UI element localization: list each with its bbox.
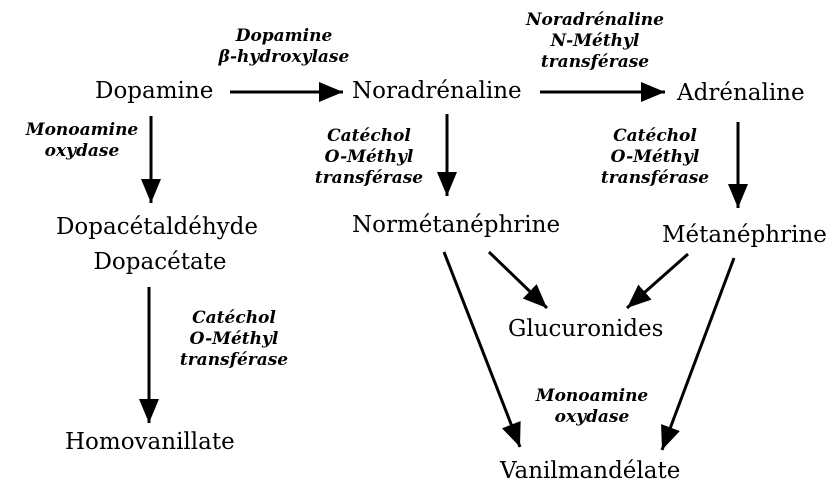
enzyme-dopamine-beta-hydroxylase: Dopamine β-hydroxylase <box>218 26 350 67</box>
enzyme-catechol-o-methyl-transferase-3: Catéchol O-Méthyl transférase <box>179 308 289 370</box>
enzyme-noradrenaline-n-methyl-transferase: Noradrénaline N-Méthyl transférase <box>526 10 664 72</box>
enzyme-catechol-o-methyl-transferase-1: Catéchol O-Méthyl transférase <box>314 126 424 188</box>
arrow-normetanephrine-to-vanilmandelate <box>442 251 522 448</box>
node-dopamine: Dopamine <box>95 78 214 104</box>
enzyme-monoamine-oxydase-left: Monoamine oxydase <box>25 120 139 161</box>
node-metanephrine: Métanéphrine <box>662 222 827 248</box>
node-dopacetaldehyde: Dopacétaldéhyde <box>55 214 259 240</box>
node-adrenaline: Adrénaline <box>677 80 805 106</box>
enzyme-monoamine-oxydase-bottom: Monoamine oxydase <box>535 386 649 427</box>
node-dopacetate: Dopacétate <box>93 249 227 275</box>
enzyme-catechol-o-methyl-transferase-2: Catéchol O-Méthyl transférase <box>600 126 710 188</box>
node-homovanillate: Homovanillate <box>65 429 235 455</box>
arrow-metanephrine-to-vanilmandelate <box>660 257 736 451</box>
node-normetanephrine: Normétanéphrine <box>352 212 561 238</box>
arrow-normetanephrine-to-glucuronides <box>487 250 549 310</box>
node-glucuronides: Glucuronides <box>508 316 664 342</box>
node-noradrenaline: Noradrénaline <box>352 78 522 104</box>
node-vanilmandelate: Vanilmandélate <box>500 458 681 484</box>
arrow-metanephrine-to-glucuronides <box>626 252 689 310</box>
